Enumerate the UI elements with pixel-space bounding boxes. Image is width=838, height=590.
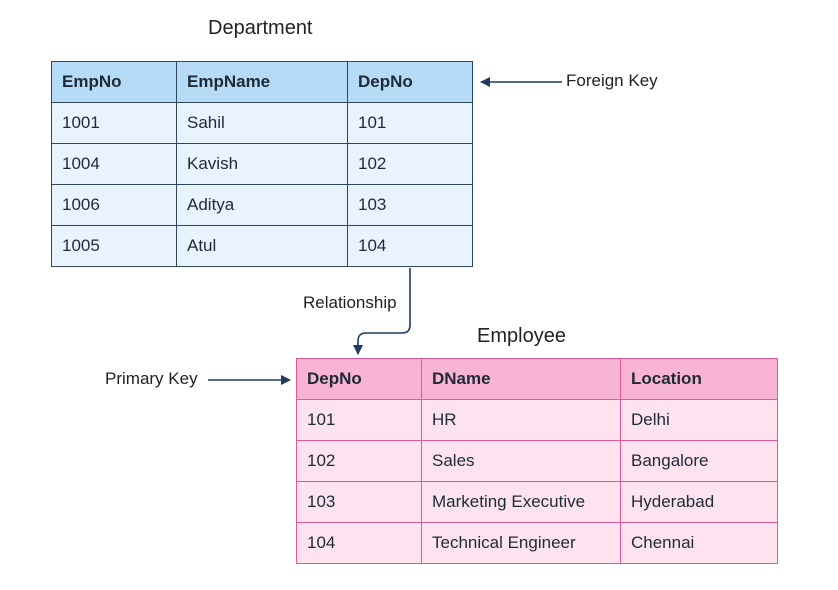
column-header-dname: DName	[421, 358, 621, 400]
foreign-key-label: Foreign Key	[566, 71, 658, 90]
table-cell: 104	[347, 225, 473, 267]
relationship-label: Relationship	[303, 293, 397, 312]
table-cell: Technical Engineer	[421, 522, 621, 564]
table-cell: 1001	[51, 102, 177, 144]
table-cell: 104	[296, 522, 422, 564]
table-row: 103 Marketing Executive Hyderabad	[296, 481, 778, 523]
table-cell: HR	[421, 399, 621, 441]
table-cell: 1005	[51, 225, 177, 267]
employee-table: DepNo DName Location 101 HR Delhi 102 Sa…	[296, 358, 778, 564]
column-header-depno: DepNo	[347, 61, 473, 103]
table-row: 104 Technical Engineer Chennai	[296, 522, 778, 564]
table-cell: Hyderabad	[620, 481, 778, 523]
table-cell: Delhi	[620, 399, 778, 441]
table-cell: 102	[296, 440, 422, 482]
table-cell: Aditya	[176, 184, 348, 226]
table-cell: Marketing Executive	[421, 481, 621, 523]
table-cell: Kavish	[176, 143, 348, 185]
employee-table-title: Employee	[477, 325, 566, 347]
table-header-row: EmpNo EmpName DepNo	[51, 61, 473, 103]
table-header-row: DepNo DName Location	[296, 358, 778, 400]
table-cell: 101	[296, 399, 422, 441]
table-cell: Sahil	[176, 102, 348, 144]
table-cell: 102	[347, 143, 473, 185]
table-cell: 103	[296, 481, 422, 523]
table-cell: Sales	[421, 440, 621, 482]
table-cell: 1004	[51, 143, 177, 185]
relationship-arrow	[353, 268, 411, 355]
table-row: 101 HR Delhi	[296, 399, 778, 441]
table-cell: Bangalore	[620, 440, 778, 482]
table-row: 1004 Kavish 102	[51, 143, 473, 185]
table-cell: 1006	[51, 184, 177, 226]
table-row: 1001 Sahil 101	[51, 102, 473, 144]
primary-key-label: Primary Key	[105, 369, 198, 388]
table-cell: Atul	[176, 225, 348, 267]
department-table-title: Department	[208, 17, 313, 39]
column-header-location: Location	[620, 358, 778, 400]
table-row: 1006 Aditya 103	[51, 184, 473, 226]
table-row: 1005 Atul 104	[51, 225, 473, 267]
table-cell: Chennai	[620, 522, 778, 564]
table-row: 102 Sales Bangalore	[296, 440, 778, 482]
column-header-empname: EmpName	[176, 61, 348, 103]
department-table: EmpNo EmpName DepNo 1001 Sahil 101 1004 …	[51, 61, 473, 267]
